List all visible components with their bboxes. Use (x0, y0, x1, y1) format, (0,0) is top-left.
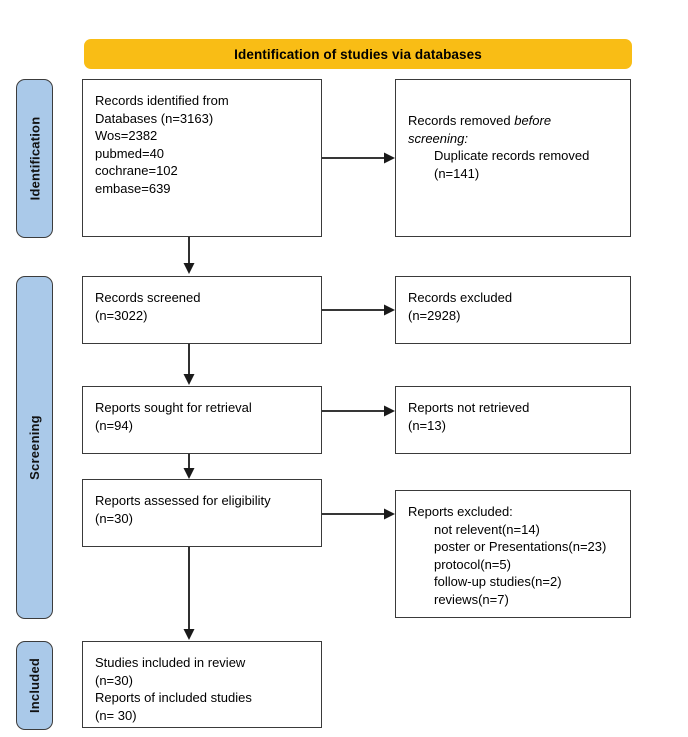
records-screened-line-2: (n=3022) (95, 307, 148, 323)
reports-not-retrieved-line-1: Reports not retrieved (408, 400, 530, 415)
box-records-identified: Records identified from Databases (n=316… (82, 79, 322, 237)
arrow-screened-to-excluded (322, 301, 398, 319)
records-identified-line-1: Records identified from (95, 93, 229, 108)
records-removed-line-4: (n=141) (434, 165, 480, 181)
records-identified-line-5: cochrane=102 (95, 163, 178, 178)
identification-banner: Identification of studies via databases (84, 39, 632, 69)
phase-label-included-text: Included (27, 657, 42, 714)
phase-label-screening-text: Screening (27, 415, 42, 480)
arrow-assessed-to-excluded (322, 505, 398, 523)
studies-included-line-1: Studies included in review (95, 655, 246, 670)
records-removed-before: before (514, 113, 552, 128)
records-identified-line-2: Databases (n=3163) (95, 110, 214, 126)
box-records-screened: Records screened (n=3022) (82, 276, 322, 344)
phase-label-identification-text: Identification (27, 116, 43, 201)
box-records-excluded: Records excluded (n=2928) (395, 276, 631, 344)
records-excluded-line-1: Records excluded (408, 290, 513, 305)
reports-assessed-line-1: Reports assessed for eligibility (95, 493, 271, 508)
reports-excluded-reason-4: follow-up studies(n=2) (434, 574, 562, 589)
box-reports-excluded: Reports excluded: not relevent(n=14) pos… (395, 490, 631, 618)
reports-assessed-line-2: (n=30) (95, 510, 133, 526)
reports-excluded-heading: Reports excluded: (408, 504, 513, 519)
records-removed-prefix: Records removed (408, 113, 515, 128)
reports-excluded-reason-2: poster or Presentations(n=23) (434, 539, 607, 554)
box-reports-assessed: Reports assessed for eligibility (n=30) (82, 479, 322, 547)
records-removed-line-2: screening: (408, 130, 468, 146)
studies-included-line-3: Reports of included studies (95, 690, 252, 705)
studies-included-line-2: (n=30) (95, 672, 133, 688)
reports-excluded-reason-1: not relevent(n=14) (434, 521, 540, 537)
arrow-sought-to-assessed (180, 454, 198, 482)
reports-excluded-reason-5: reviews(n=7) (434, 591, 509, 607)
reports-not-retrieved-line-2: (n=13) (408, 417, 446, 433)
phase-label-identification: Identification (16, 79, 53, 238)
records-identified-line-4: pubmed=40 (95, 145, 165, 161)
reports-sought-line-2: (n=94) (95, 417, 133, 433)
records-excluded-line-2: (n=2928) (408, 307, 461, 323)
records-identified-line-3: Wos=2382 (95, 128, 158, 143)
records-identified-line-6: embase=639 (95, 180, 171, 196)
reports-sought-line-1: Reports sought for retrieval (95, 400, 252, 415)
records-screened-line-1: Records screened (95, 290, 201, 305)
phase-label-included: Included (16, 641, 53, 730)
box-reports-not-retrieved: Reports not retrieved (n=13) (395, 386, 631, 454)
arrow-sought-to-not-retrieved (322, 402, 398, 420)
records-removed-line-1: Records removed before (408, 112, 620, 130)
arrow-screened-to-sought (180, 344, 198, 388)
arrow-identified-to-screened (180, 237, 198, 277)
reports-excluded-reason-3: protocol(n=5) (434, 556, 511, 572)
records-removed-line-3: Duplicate records removed (434, 148, 590, 163)
box-reports-sought: Reports sought for retrieval (n=94) (82, 386, 322, 454)
box-records-removed: Records removed before screening: Duplic… (395, 79, 631, 237)
arrow-identified-to-removed (322, 149, 398, 167)
box-studies-included: Studies included in review (n=30) Report… (82, 641, 322, 728)
arrow-assessed-to-included (180, 547, 198, 643)
studies-included-line-4: (n= 30) (95, 707, 137, 723)
phase-label-screening: Screening (16, 276, 53, 619)
